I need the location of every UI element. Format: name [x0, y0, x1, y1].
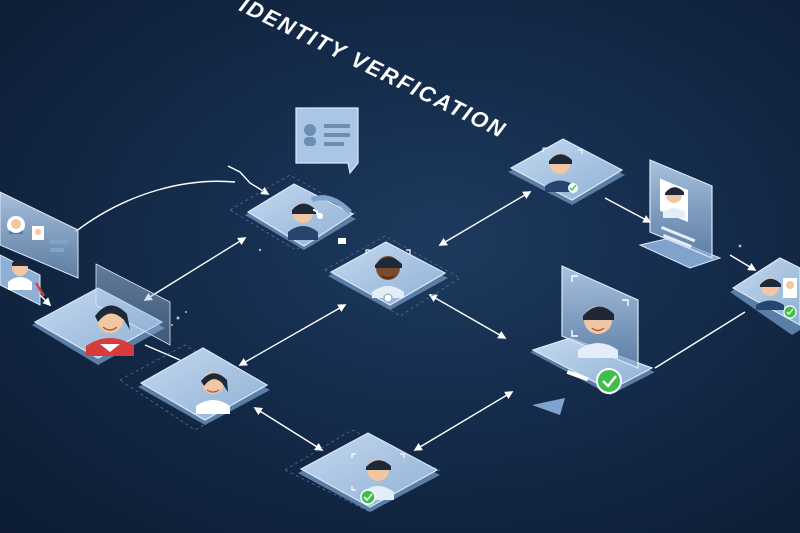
- connector-profile-support: [143, 237, 247, 301]
- check-badge-icon: [360, 489, 376, 505]
- connector-scan2-verified: [413, 391, 514, 451]
- id-card-print: [638, 159, 722, 269]
- connector-card-confirmed: [729, 254, 757, 271]
- scan-frame-icon: [571, 275, 629, 337]
- user-selfie-tile[interactable]: [138, 347, 270, 425]
- face-scan-tile-1[interactable]: [328, 241, 448, 310]
- check-badge-icon: [596, 368, 622, 394]
- connector-doc-to-support: [74, 180, 236, 233]
- id-document-card: [0, 191, 79, 306]
- connector-scan1-verified: [428, 294, 507, 339]
- connector-support-bend: [227, 165, 270, 195]
- check-badge-icon: [783, 305, 797, 319]
- face-tile-top-right[interactable]: [508, 138, 625, 205]
- user-profile-tile[interactable]: [32, 263, 171, 365]
- arrow-icon: [532, 398, 565, 415]
- confirmed-user-tile[interactable]: [730, 257, 800, 335]
- verified-face-screen[interactable]: [530, 265, 655, 395]
- connector-scan1-topright: [438, 191, 532, 246]
- support-agent-tile[interactable]: [245, 183, 356, 250]
- connector-profile-selfie: [144, 344, 181, 361]
- scan-frame-icon: [365, 249, 411, 254]
- pen-icon: [34, 282, 46, 297]
- title-text: IDENTITY VERFICATION: [236, 0, 511, 143]
- connector-topright-card: [604, 197, 652, 223]
- scene-title: IDENTITY VERFICATION: [236, 0, 511, 143]
- chat-card-icon: [295, 107, 359, 175]
- sparkles: [171, 244, 742, 326]
- connector-verified-confirmed: [654, 311, 746, 369]
- connector-selfie-scan1: [238, 304, 347, 366]
- scan-frame-icon: [542, 147, 583, 154]
- face-scan-tile-2[interactable]: [298, 432, 440, 512]
- connector-lines: [29, 165, 757, 451]
- scan-frame-icon: [351, 453, 405, 491]
- connector-selfie-scan2: [253, 407, 324, 451]
